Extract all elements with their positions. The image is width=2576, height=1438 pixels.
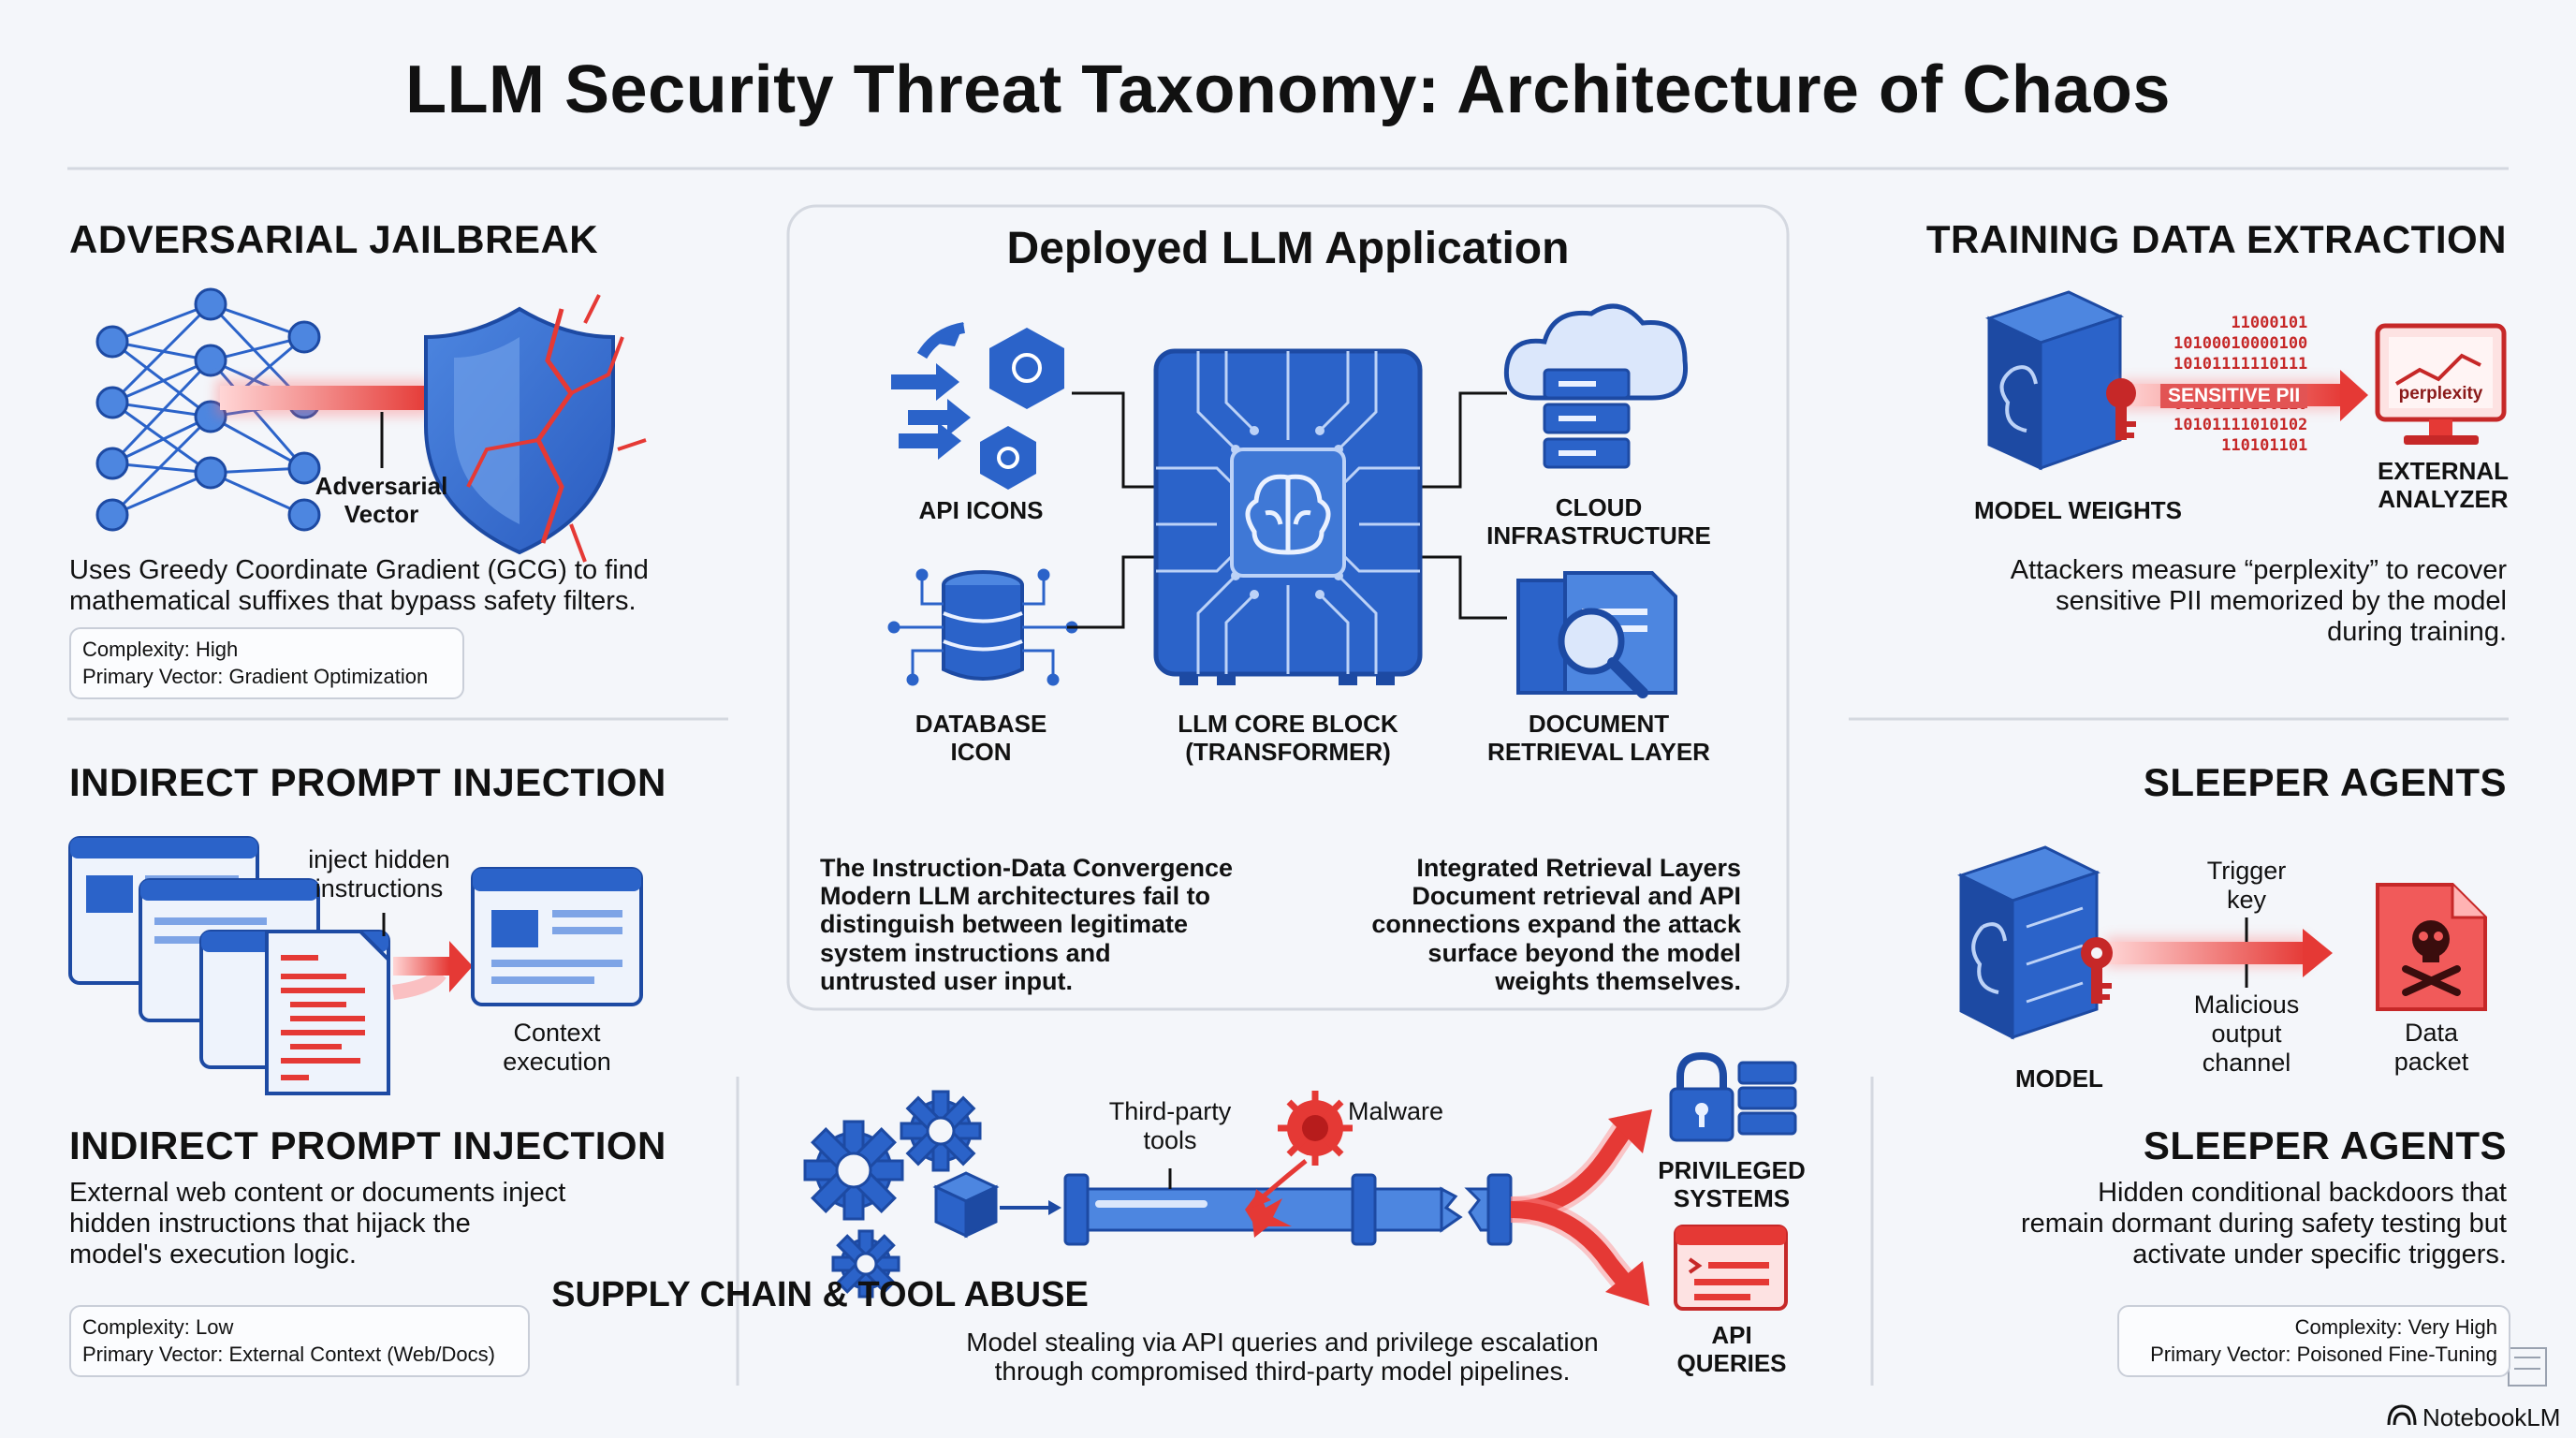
lock-icon <box>1669 1051 1734 1142</box>
adversarial-vector-label: Adversarial Vector <box>315 472 448 528</box>
jailbreak-complexity: Complexity: High <box>82 638 239 661</box>
connector-lines <box>1067 391 1507 629</box>
api-window-icon <box>1674 1225 1788 1311</box>
integrated-retrieval-text: Integrated Retrieval Layers Document ret… <box>1371 854 1741 995</box>
notebooklm-brand: NotebookLM <box>2422 1403 2561 1431</box>
sleeper-heading: SLEEPER AGENTS <box>2143 1123 2507 1167</box>
sleeper-model-label: MODEL <box>2015 1064 2103 1093</box>
training-description: Attackers measure “perplexity” to recove… <box>2010 555 2507 647</box>
malicious-output-label: Malicious output channel <box>2193 990 2300 1078</box>
supply-chain-heading: SUPPLY CHAIN & TOOL ABUSE <box>551 1275 1089 1314</box>
indirect-tag: Complexity: Low Primary Vector: External… <box>69 1305 530 1378</box>
injection-arrow <box>391 941 473 1000</box>
adversarial-arrow <box>215 365 459 431</box>
server-stack-icon <box>1737 1061 1797 1136</box>
document-with-hidden-code-icon <box>265 930 390 1095</box>
indirect-complexity: Complexity: Low <box>82 1315 234 1339</box>
privileged-systems-label: PRIVILEGED SYSTEMS <box>1658 1156 1806 1212</box>
split-arrows <box>1510 1109 1652 1306</box>
package-cube-icon <box>932 1171 1000 1239</box>
instruction-data-convergence-text: The Instruction-Data Convergence Modern … <box>820 854 1234 995</box>
page-title: LLM Security Threat Taxonomy: Architectu… <box>405 52 2171 127</box>
sleeper-model-cube-icon <box>1957 845 2100 1040</box>
document-retrieval-label: DOCUMENT RETRIEVAL LAYER <box>1487 710 1710 766</box>
indirect-primary-vector: Primary Vector: External Context (Web/Do… <box>82 1342 495 1366</box>
indirect-visual-heading: INDIRECT PROMPT INJECTION <box>69 760 666 804</box>
llm-core-chip-icon <box>1153 348 1423 685</box>
database-icon <box>887 568 1078 686</box>
third-party-tools-label: Third-party tools <box>1108 1097 1232 1155</box>
model-weights-label: MODEL WEIGHTS <box>1974 496 2182 524</box>
inject-hidden-instructions-label: inject hidden instructions <box>308 845 450 903</box>
sleeper-primary-vector: Primary Vector: Poisoned Fine-Tuning <box>2150 1342 2497 1366</box>
api-icons <box>891 322 1064 490</box>
key-icon <box>2106 378 2136 440</box>
sensitive-pii-label: SENSITIVE PII <box>2160 384 2308 409</box>
watermark-icon <box>2508 1347 2547 1387</box>
indirect-heading: INDIRECT PROMPT INJECTION <box>69 1123 666 1167</box>
sleeper-tag: Complexity: Very High Primary Vector: Po… <box>2117 1305 2510 1378</box>
notebooklm-logo-icon <box>2387 1404 2417 1426</box>
training-heading: TRAINING DATA EXTRACTION <box>1925 217 2507 261</box>
jailbreak-heading: ADVERSARIAL JAILBREAK <box>69 217 599 261</box>
jailbreak-primary-vector: Primary Vector: Gradient Optimization <box>82 664 429 688</box>
external-analyzer-label: EXTERNAL ANALYZER <box>2377 457 2510 513</box>
context-execution-label: Context execution <box>503 1019 611 1077</box>
brain-icon <box>1245 474 1331 555</box>
api-icons-label: API ICONS <box>918 496 1044 524</box>
trigger-key-icon <box>2081 937 2113 1004</box>
cracked-shield-icon <box>424 294 647 563</box>
supply-chain-description: Model stealing via API queries and privi… <box>966 1328 1599 1387</box>
jailbreak-tag: Complexity: High Primary Vector: Gradien… <box>69 627 464 700</box>
malware-icon <box>1278 1091 1353 1166</box>
pipeline <box>1063 1173 1513 1246</box>
database-label: DATABASE ICON <box>915 710 1047 766</box>
sleeper-description: Hidden conditional backdoors that remain… <box>2020 1178 2507 1269</box>
trigger-arrow <box>2106 929 2333 977</box>
model-weights-cube-icon <box>1984 290 2125 471</box>
sleeper-visual-heading: SLEEPER AGENTS <box>2143 760 2507 804</box>
analyzer-monitor-icon <box>2375 323 2507 445</box>
document-retrieval-icon <box>1516 571 1677 698</box>
gear-icons <box>803 1090 982 1299</box>
deployed-heading: Deployed LLM Application <box>1006 224 1570 273</box>
api-queries-label: API QUERIES <box>1676 1321 1787 1377</box>
jailbreak-description: Uses Greedy Coordinate Gradient (GCG) to… <box>69 555 649 616</box>
indirect-description: External web content or documents inject… <box>69 1178 566 1269</box>
cloud-infrastructure-icon <box>1503 303 1689 469</box>
cloud-infrastructure-label: CLOUD INFRASTRUCTURE <box>1486 493 1711 550</box>
data-packet-icon <box>2376 883 2487 1011</box>
llm-core-label: LLM CORE BLOCK (TRANSFORMER) <box>1178 710 1398 766</box>
context-window-icon <box>471 867 643 1006</box>
malware-label: Malware <box>1348 1097 1444 1125</box>
perplexity-screen-text: perplexity <box>2398 384 2483 404</box>
deployed-panel <box>786 204 1790 1011</box>
sleeper-complexity: Complexity: Very High <box>2294 1315 2497 1339</box>
data-packet-label: Data packet <box>2393 1019 2469 1077</box>
trigger-key-label: Trigger key <box>2206 857 2287 915</box>
